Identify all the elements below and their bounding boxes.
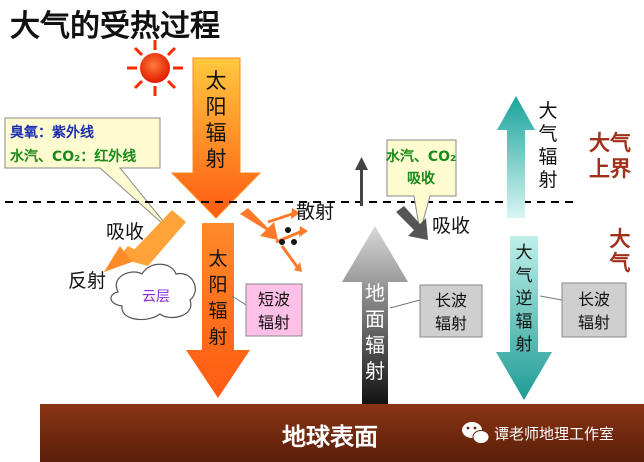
svg-text:吸收: 吸收: [407, 170, 436, 187]
solar-radiation-arrow-bottom: 太 阳 辐 射: [186, 223, 250, 398]
absorb-label-left: 吸收: [106, 221, 144, 243]
atmosphere-back-radiation-arrow: 大 气 逆 辐 射: [496, 236, 552, 400]
svg-text:辐射: 辐射: [435, 314, 467, 333]
wechat-icon: [462, 422, 490, 444]
atmosphere-radiation-up-arrow: [497, 96, 535, 218]
absorb-label-right: 吸收: [432, 215, 470, 237]
reflect-label: 反射: [68, 270, 106, 292]
svg-text:阳: 阳: [208, 274, 227, 296]
svg-text:逆: 逆: [516, 289, 533, 309]
ground-radiation-arrow: 地 面 辐 射: [342, 226, 408, 405]
svg-text:短波: 短波: [258, 290, 290, 309]
absorption-callout-right: 水汽、CO₂ 吸收: [386, 139, 457, 233]
solar-radiation-arrow-top: 太 阳 辐 射: [170, 57, 262, 219]
svg-text:阳: 阳: [206, 95, 227, 119]
svg-text:射: 射: [208, 326, 227, 348]
svg-text:大: 大: [516, 243, 533, 263]
short-wave-callout: 短波 辐射: [231, 283, 303, 337]
svg-text:太: 太: [206, 69, 227, 93]
atmosphere-label-1: 大: [610, 227, 631, 251]
svg-text:辐: 辐: [538, 146, 557, 168]
watermark-text: 谭老师地理工作室: [494, 425, 614, 443]
cloud-icon: 云层: [110, 263, 196, 321]
svg-text:辐: 辐: [516, 312, 533, 332]
svg-text:地: 地: [365, 281, 385, 305]
svg-text:射: 射: [365, 359, 385, 383]
small-up-arrow: [355, 157, 368, 206]
sun-icon: [127, 40, 183, 96]
svg-text:辐射: 辐射: [578, 313, 610, 332]
svg-text:射: 射: [206, 147, 227, 171]
absorption-callout-left: 臭氧：紫外线 水汽、CO₂：红外线: [4, 117, 173, 233]
watermark: 谭老师地理工作室: [462, 422, 614, 444]
svg-text:辐射: 辐射: [258, 313, 290, 332]
svg-text:辐: 辐: [206, 121, 227, 145]
svg-text:长波: 长波: [435, 291, 467, 310]
long-wave-callout-atmosphere: 长波 辐射: [539, 282, 627, 338]
svg-text:长波: 长波: [578, 290, 610, 309]
long-wave-callout-ground: 长波 辐射: [389, 284, 483, 338]
earth-surface-band: [40, 404, 644, 462]
svg-text:气: 气: [516, 266, 533, 286]
scatter-label: 散射: [296, 201, 334, 223]
svg-text:气: 气: [538, 123, 557, 145]
scatter-arrows: [240, 208, 308, 272]
upper-boundary-label-2: 上界: [589, 157, 631, 181]
svg-text:面: 面: [365, 307, 385, 331]
atmosphere-label-2: 气: [609, 251, 631, 275]
svg-text:辐: 辐: [365, 333, 385, 357]
ozone-label: 臭氧：紫外线: [10, 124, 94, 141]
svg-text:水汽、CO₂: 水汽、CO₂: [386, 148, 456, 165]
earth-surface-label: 地球表面: [282, 423, 378, 451]
svg-text:辐: 辐: [208, 300, 227, 322]
reflection-arrow: [104, 210, 186, 272]
water-label: 水汽、CO₂：红外线: [10, 148, 136, 165]
absorption-arrow-right: [396, 206, 428, 240]
svg-text:射: 射: [516, 335, 533, 355]
cloud-label: 云层: [142, 289, 170, 305]
svg-text:太: 太: [208, 248, 227, 270]
page-title: 大气的受热过程: [10, 9, 220, 44]
upper-boundary-label-1: 大气: [589, 131, 631, 155]
svg-text:大: 大: [538, 100, 557, 122]
svg-text:射: 射: [538, 169, 557, 191]
